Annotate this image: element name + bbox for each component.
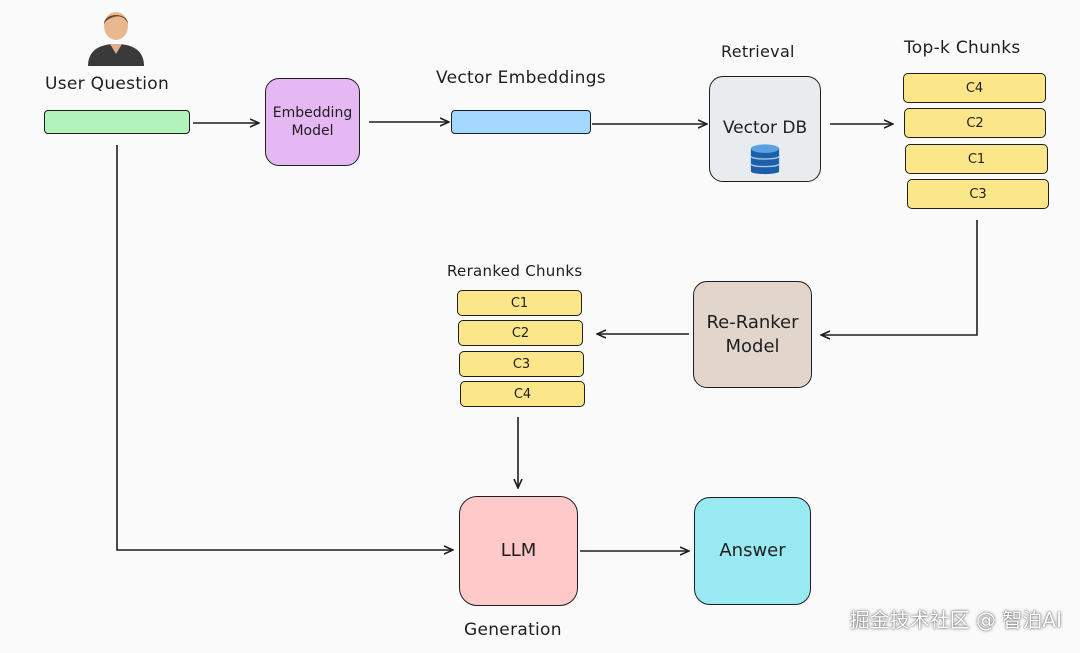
vector-db-label: Vector DB [722, 118, 808, 138]
reranked-chunk-2: C2 [458, 320, 583, 346]
user-question-bar [44, 110, 190, 134]
reranked-chunk-1: C1 [457, 290, 582, 316]
topk-chunk-3: C1 [905, 144, 1048, 174]
reranked-chunk-4: C4 [460, 381, 585, 407]
topk-chunk-1: C4 [903, 73, 1046, 103]
reranker-model-box: Re-Ranker Model [693, 281, 812, 388]
reranked-chunk-3: C3 [459, 351, 584, 377]
llm-box: LLM [459, 496, 578, 606]
retrieval-title: Retrieval [721, 42, 795, 61]
topk-title: Top-k Chunks [904, 38, 1021, 58]
user-question-label: User Question [45, 74, 170, 94]
answer-label: Answer [719, 540, 786, 562]
topk-chunk-2: C2 [904, 108, 1046, 138]
vector-embeddings-label: Vector Embeddings [436, 68, 606, 88]
answer-box: Answer [694, 497, 811, 605]
watermark-text: 掘金技术社区 @ 智泊AI [849, 608, 1062, 632]
topk-chunk-4: C3 [907, 179, 1049, 209]
embedding-model-box: Embedding Model [265, 78, 360, 166]
arrow-topk-to-reranker [822, 220, 978, 335]
embedding-model-line1: Embedding [272, 104, 353, 121]
reranked-title: Reranked Chunks [447, 262, 583, 280]
user-avatar-icon [88, 12, 144, 66]
llm-label: LLM [500, 540, 537, 562]
embedding-model-line2: Model [291, 123, 334, 139]
vector-db-box: Vector DB [709, 76, 821, 182]
reranker-line1: Re-Ranker [706, 312, 799, 334]
arrow-question-to-llm [116, 145, 452, 550]
reranker-line2: Model [725, 335, 780, 357]
generation-label: Generation [464, 620, 562, 640]
vector-embeddings-bar [451, 110, 591, 134]
database-icon [750, 144, 780, 175]
